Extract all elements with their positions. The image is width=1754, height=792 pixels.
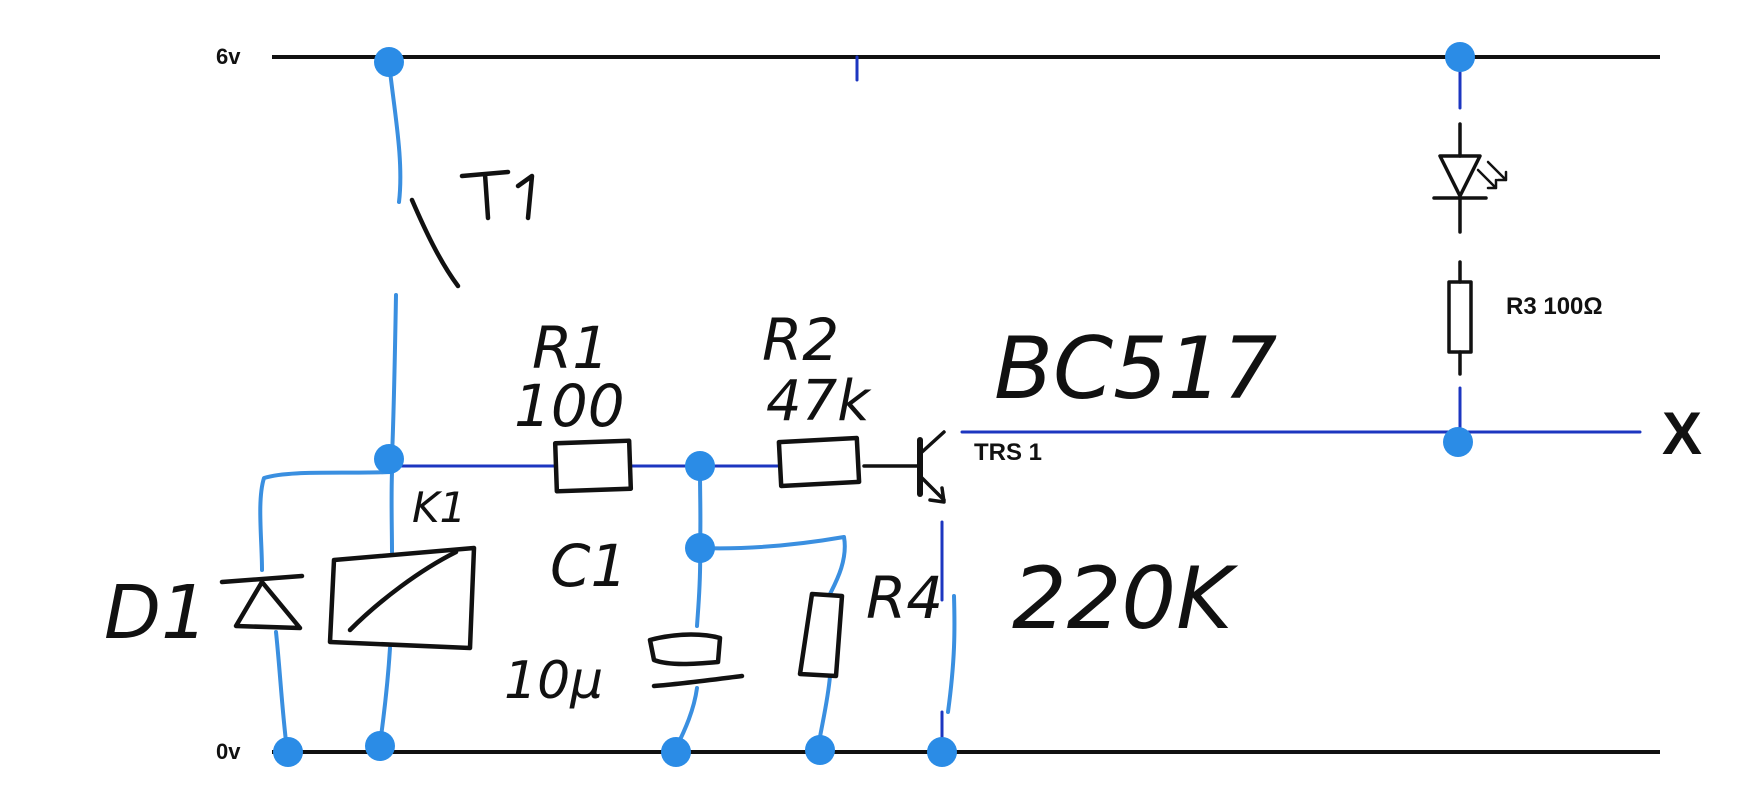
wire-r4-top — [698, 535, 847, 596]
resistor-icon: R3 100Ω — [1447, 260, 1603, 376]
label-r4: R4 — [866, 564, 943, 632]
wire-d1-top — [258, 470, 394, 572]
resistor-r3 — [1447, 280, 1473, 354]
resistor-r1 — [552, 438, 634, 494]
label-bc517: BC517 — [994, 319, 1277, 419]
label-rail-0v: 0v — [216, 739, 241, 764]
node-r4-bottom — [805, 735, 835, 765]
node-c1-junction — [685, 451, 715, 481]
label-r1: R1 — [532, 314, 609, 382]
node-t1-top — [374, 47, 404, 77]
resistor-icon: R2 47k — [762, 306, 872, 489]
diode-bar — [219, 573, 305, 585]
diode-triangle — [233, 579, 303, 631]
transistor-emitter-arrow — [928, 486, 946, 504]
node-c1-bottom — [661, 737, 691, 767]
node-d1-bottom — [273, 737, 303, 767]
resistor-icon: R4 220K — [797, 549, 1239, 679]
label-d1: D1 — [104, 570, 208, 656]
relay-box — [327, 545, 477, 651]
transistor-collector — [920, 430, 946, 454]
capacitor-plate-top — [647, 632, 723, 667]
resistor-icon: R1 100 — [514, 314, 634, 494]
label-c1: C1 — [550, 532, 627, 600]
junction-nodes — [273, 42, 1475, 767]
node-k1-junction — [374, 444, 404, 474]
switch-icon: T1 — [409, 169, 535, 289]
wire-t1-bottom — [390, 293, 398, 458]
wire-t1-top — [387, 60, 403, 204]
resistor-r4 — [797, 591, 845, 679]
label-output-x: X — [1662, 400, 1702, 467]
led-icon — [1432, 122, 1508, 234]
label-r2: R2 — [762, 306, 839, 374]
node-emitter-bottom — [927, 737, 957, 767]
capacitor-icon: C1 10µ — [504, 532, 745, 711]
label-k1: K1 — [412, 483, 466, 532]
label-r2-value: 47k — [766, 369, 872, 434]
label-rail-6v: 6v — [216, 44, 241, 69]
switch-lever — [409, 197, 461, 289]
relay-coil-icon: K1 — [327, 483, 477, 651]
wire-emitter-hand — [946, 594, 957, 714]
node-k1-bottom — [365, 731, 395, 761]
node-output — [1443, 427, 1473, 457]
led-arrow-1 — [1476, 168, 1498, 190]
wire-d1-bottom — [274, 630, 289, 752]
label-r4-value: 220K — [1012, 549, 1239, 649]
label-t1-glyph — [459, 169, 535, 221]
npn-transistor-icon: TRS 1 — [862, 430, 1042, 504]
wire-k1-bottom — [378, 646, 392, 746]
led-triangle — [1438, 154, 1482, 198]
diode-icon: D1 — [104, 570, 305, 656]
label-r3: R3 100Ω — [1506, 293, 1603, 320]
transistor-emitter — [920, 476, 946, 502]
label-trs1: TRS 1 — [974, 439, 1042, 466]
node-led-top — [1445, 42, 1475, 72]
label-r1-value: 100 — [514, 372, 625, 440]
node-r4-junction — [685, 533, 715, 563]
label-t1: T1 — [530, 237, 532, 239]
resistor-r2 — [776, 435, 862, 489]
label-c1-value: 10µ — [504, 651, 603, 711]
led-arrow-2 — [1486, 160, 1508, 182]
power-rails: 6v 0v — [216, 44, 1660, 764]
relay-diagonal — [347, 549, 459, 633]
capacitor-plate-bottom — [651, 673, 745, 689]
